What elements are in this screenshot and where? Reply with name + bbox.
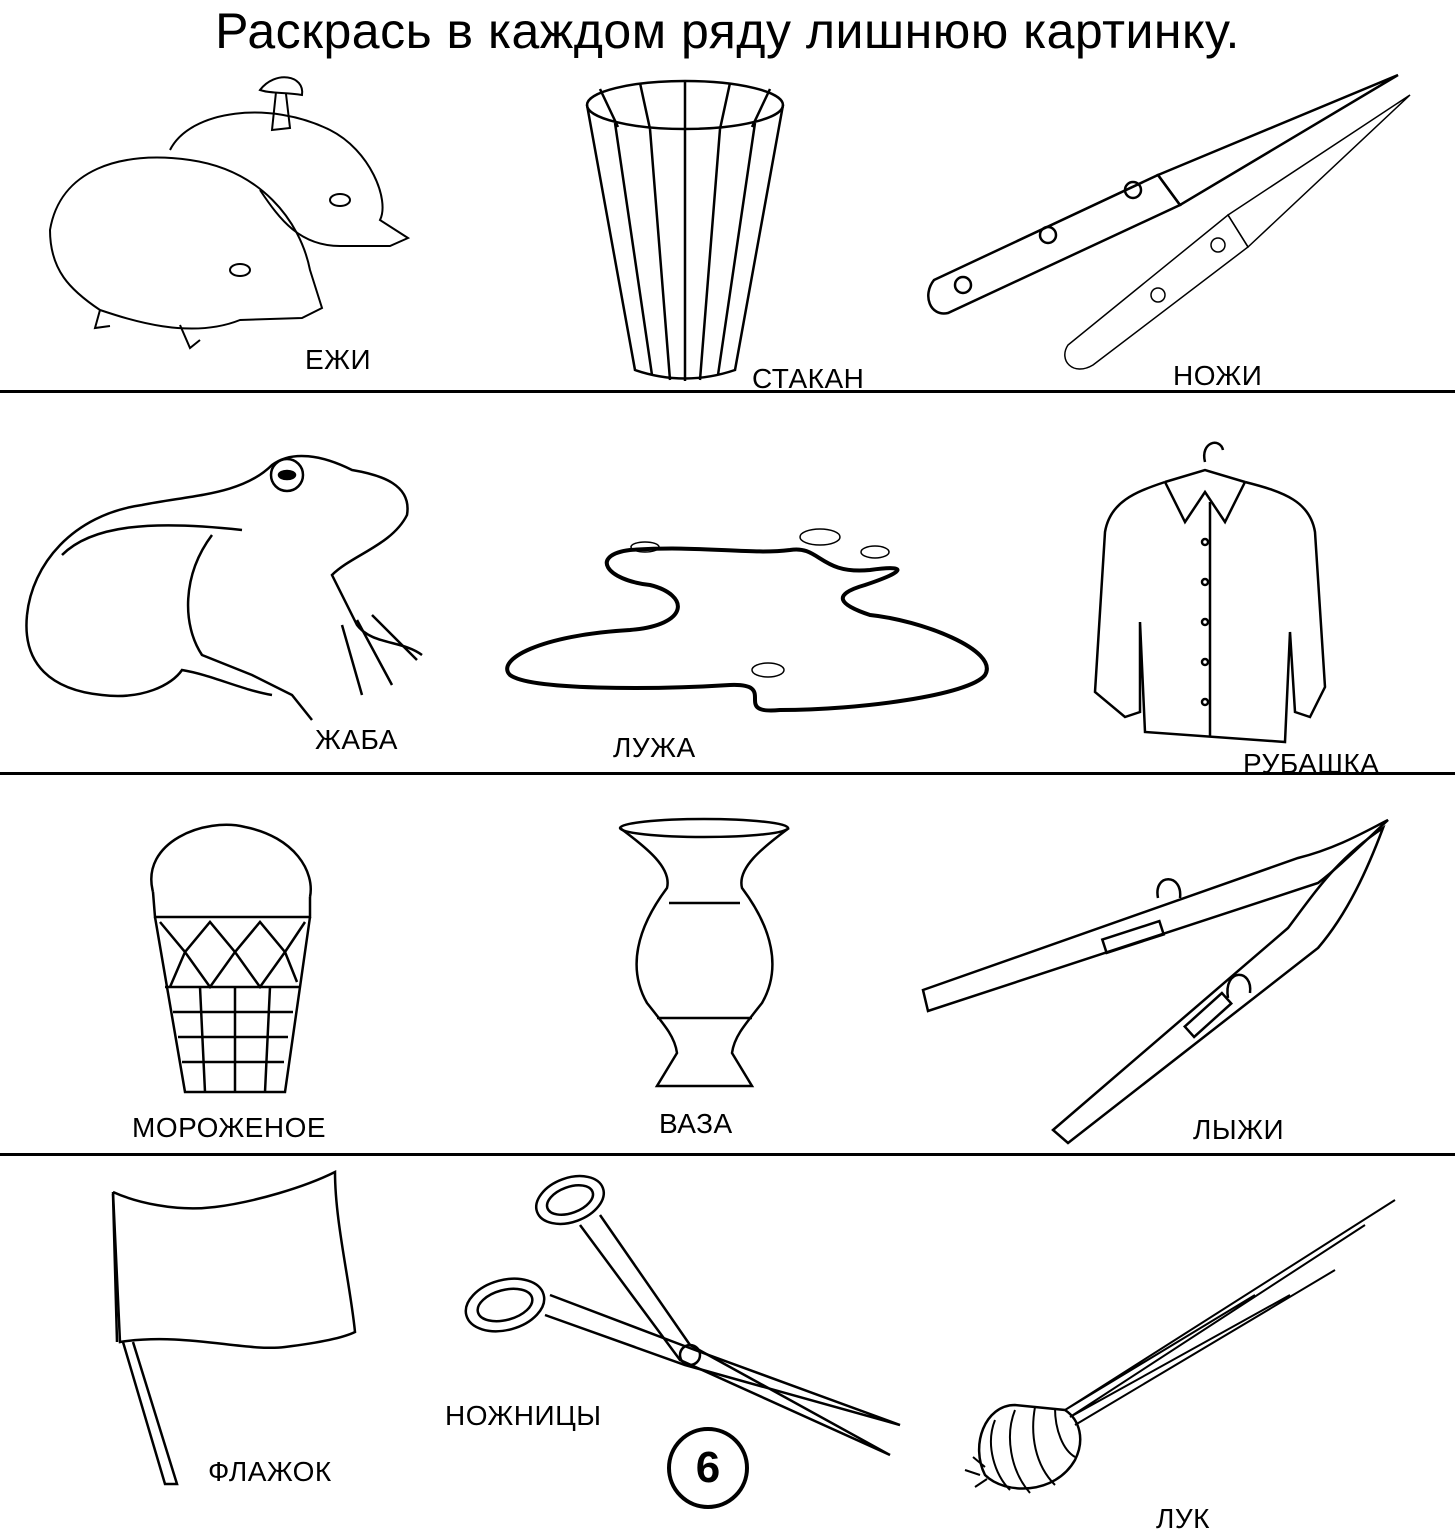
item-label: ЛУК [1156,1503,1210,1534]
row-divider [0,1153,1455,1156]
item-label: ФЛАЖОК [208,1456,332,1487]
puddle-icon[interactable] [500,525,995,720]
vase-icon[interactable] [617,818,792,1093]
glass-icon[interactable] [580,75,790,385]
item-label: НОЖНИЦЫ [445,1400,602,1431]
skis-icon[interactable] [918,818,1403,1148]
page-number-badge: 6 [667,1427,749,1509]
shirt-icon[interactable] [1085,432,1335,747]
item-label: СТАКАН [752,363,865,394]
scissors-icon[interactable] [460,1175,905,1460]
row-divider [0,390,1455,393]
knives-icon[interactable] [918,55,1418,385]
item-label: ЕЖИ [305,344,372,375]
item-label: ЖАБА [315,724,398,755]
ice-cream-icon[interactable] [145,822,320,1102]
item-label: НОЖИ [1173,360,1263,391]
row-divider [0,772,1455,775]
item-label: ЛЫЖИ [1193,1114,1285,1145]
onion-icon[interactable] [955,1195,1405,1505]
item-label: РУБАШКА [1243,748,1380,779]
item-label: МОРОЖЕНОЕ [132,1112,327,1143]
hedgehogs-icon[interactable] [40,70,420,360]
item-label: ЛУЖА [613,732,696,763]
page-title: Раскрась в каждом ряду лишнюю картинку. [215,3,1240,59]
flag-icon[interactable] [105,1162,360,1487]
frog-icon[interactable] [12,445,432,725]
item-label: ВАЗА [659,1108,733,1139]
